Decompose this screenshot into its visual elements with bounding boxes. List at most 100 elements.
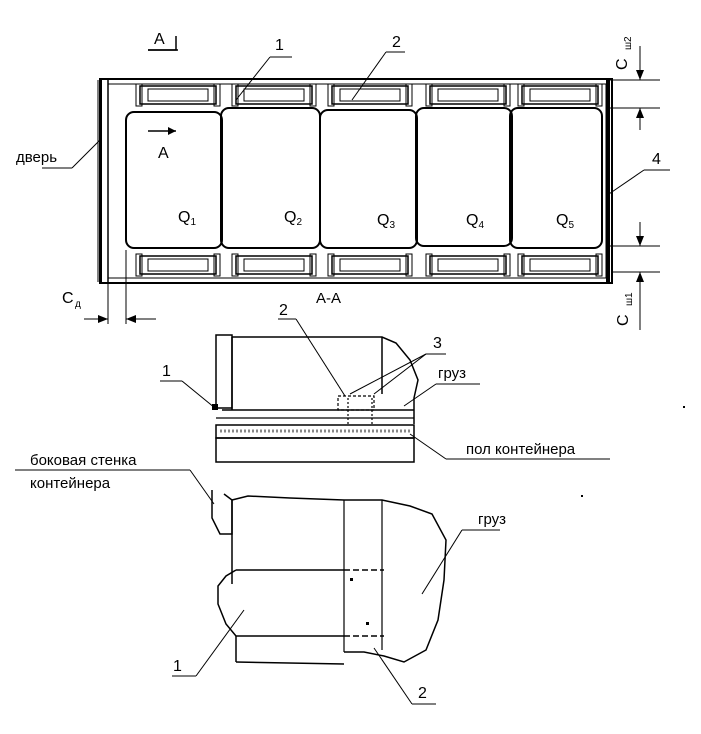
roller-chock [517,253,525,277]
svg-text:1: 1 [275,37,284,54]
top-chocks [135,83,603,107]
roller-chock [405,253,413,277]
roller-chock [595,83,603,107]
roller-chock [429,255,507,275]
cargo-load-label-5: Q5 [556,212,574,231]
wall-clearance-bottom: C ш1 [606,222,660,330]
roller-chock [147,88,209,102]
cargo-package [415,107,513,247]
cargo-package [319,109,418,249]
roller-chock [429,85,507,105]
svg-text:боковая стенка: боковая стенка [30,452,137,469]
callout-2-detail: 2 [373,647,436,705]
svg-text:пол контейнера: пол контейнера [466,441,576,458]
svg-text:груз: груз [438,365,466,382]
roller-chock [327,83,335,107]
svg-text:2: 2 [279,302,288,319]
roller-chock [521,255,599,275]
roller-chock [213,83,221,107]
roller-chock [529,88,591,102]
cargo-load-label-2: Q2 [284,209,302,228]
section-cargo [231,336,419,424]
door-clearance: C д [62,250,156,324]
svg-text:2: 2 [392,34,401,51]
roller-chock [339,88,401,102]
roller-chock [243,258,305,272]
svg-text:1: 1 [162,363,171,380]
svg-text:дверь: дверь [16,149,57,166]
roller-chock [331,255,409,275]
bottom-chocks [135,253,603,277]
wall-clearance-top: C ш2 [606,36,660,130]
cargo-load-label-1: Q1 [178,209,196,228]
detail-chock [217,569,344,637]
roller-chock [331,85,409,105]
cargo-load-label-3: Q3 [377,212,395,231]
roller-chock [139,255,217,275]
svg-text:4: 4 [652,151,661,168]
roller-chock [147,258,209,272]
section-view: 2 3 1 груз пол контейнера [160,302,610,463]
detail-cargo [231,495,447,663]
roller-chock [437,258,499,272]
roller-chock [235,255,313,275]
svg-text:д: д [75,299,81,310]
cargo-packages [125,107,603,249]
roller-chock [521,85,599,105]
svg-text:ш1: ш1 [624,292,635,306]
callout-4-top: 4 [605,151,670,197]
section-chock [337,395,375,411]
detail-plan-view: боковая стенка контейнера груз 1 2 [15,452,506,705]
roller-chock [425,253,433,277]
roller-chock [135,253,143,277]
roller-chock [503,83,511,107]
roller-chock [243,88,305,102]
floor-label: пол контейнера [409,433,610,460]
svg-text:ш2: ш2 [623,36,634,50]
roller-chock [529,258,591,272]
cargo-load-label-4: Q4 [466,212,484,231]
callout-2-top: 2 [351,34,405,101]
svg-text:A: A [154,31,165,48]
roller-chock [339,258,401,272]
roller-chock [327,253,335,277]
cargo-package [220,107,321,249]
door-callout: дверь [16,139,101,169]
section-cut-mark-bottom: A [148,127,176,162]
cargo-label-detail: груз [421,511,506,595]
svg-text:1: 1 [173,658,182,675]
roller-chock [231,83,239,107]
roller-chock [213,253,221,277]
roller-chock [135,83,143,107]
plan-view: Q1 Q2 Q3 Q4 Q5 A A 1 2 [16,31,670,330]
svg-text:C: C [62,290,74,307]
side-wall-callout: боковая стенка контейнера [15,452,215,505]
roller-chock [309,83,317,107]
roller-chock [503,253,511,277]
svg-text:2: 2 [418,685,427,702]
callout-1-detail: 1 [172,609,245,677]
roller-chock [235,85,313,105]
section-cut-mark-top: A [148,31,178,51]
callout-3-section: 3 [349,335,446,395]
roller-chock [405,83,413,107]
roller-chock [595,253,603,277]
roller-chock [437,88,499,102]
svg-text:груз: груз [478,511,506,528]
callout-1-top: 1 [235,37,292,101]
roller-chock [231,253,239,277]
cargo-label-section: груз [403,365,480,407]
svg-text:контейнера: контейнера [30,475,111,492]
callout-2-section: 2 [278,302,346,397]
roller-chock [139,85,217,105]
cargo-package [509,107,603,249]
section-title: A-A [316,290,341,307]
callout-1-section: 1 [160,363,216,409]
roller-chock [517,83,525,107]
svg-text:A: A [158,145,169,162]
cargo-package [125,111,223,249]
roller-chock [425,83,433,107]
roller-chock [309,253,317,277]
svg-text:C: C [614,58,631,70]
